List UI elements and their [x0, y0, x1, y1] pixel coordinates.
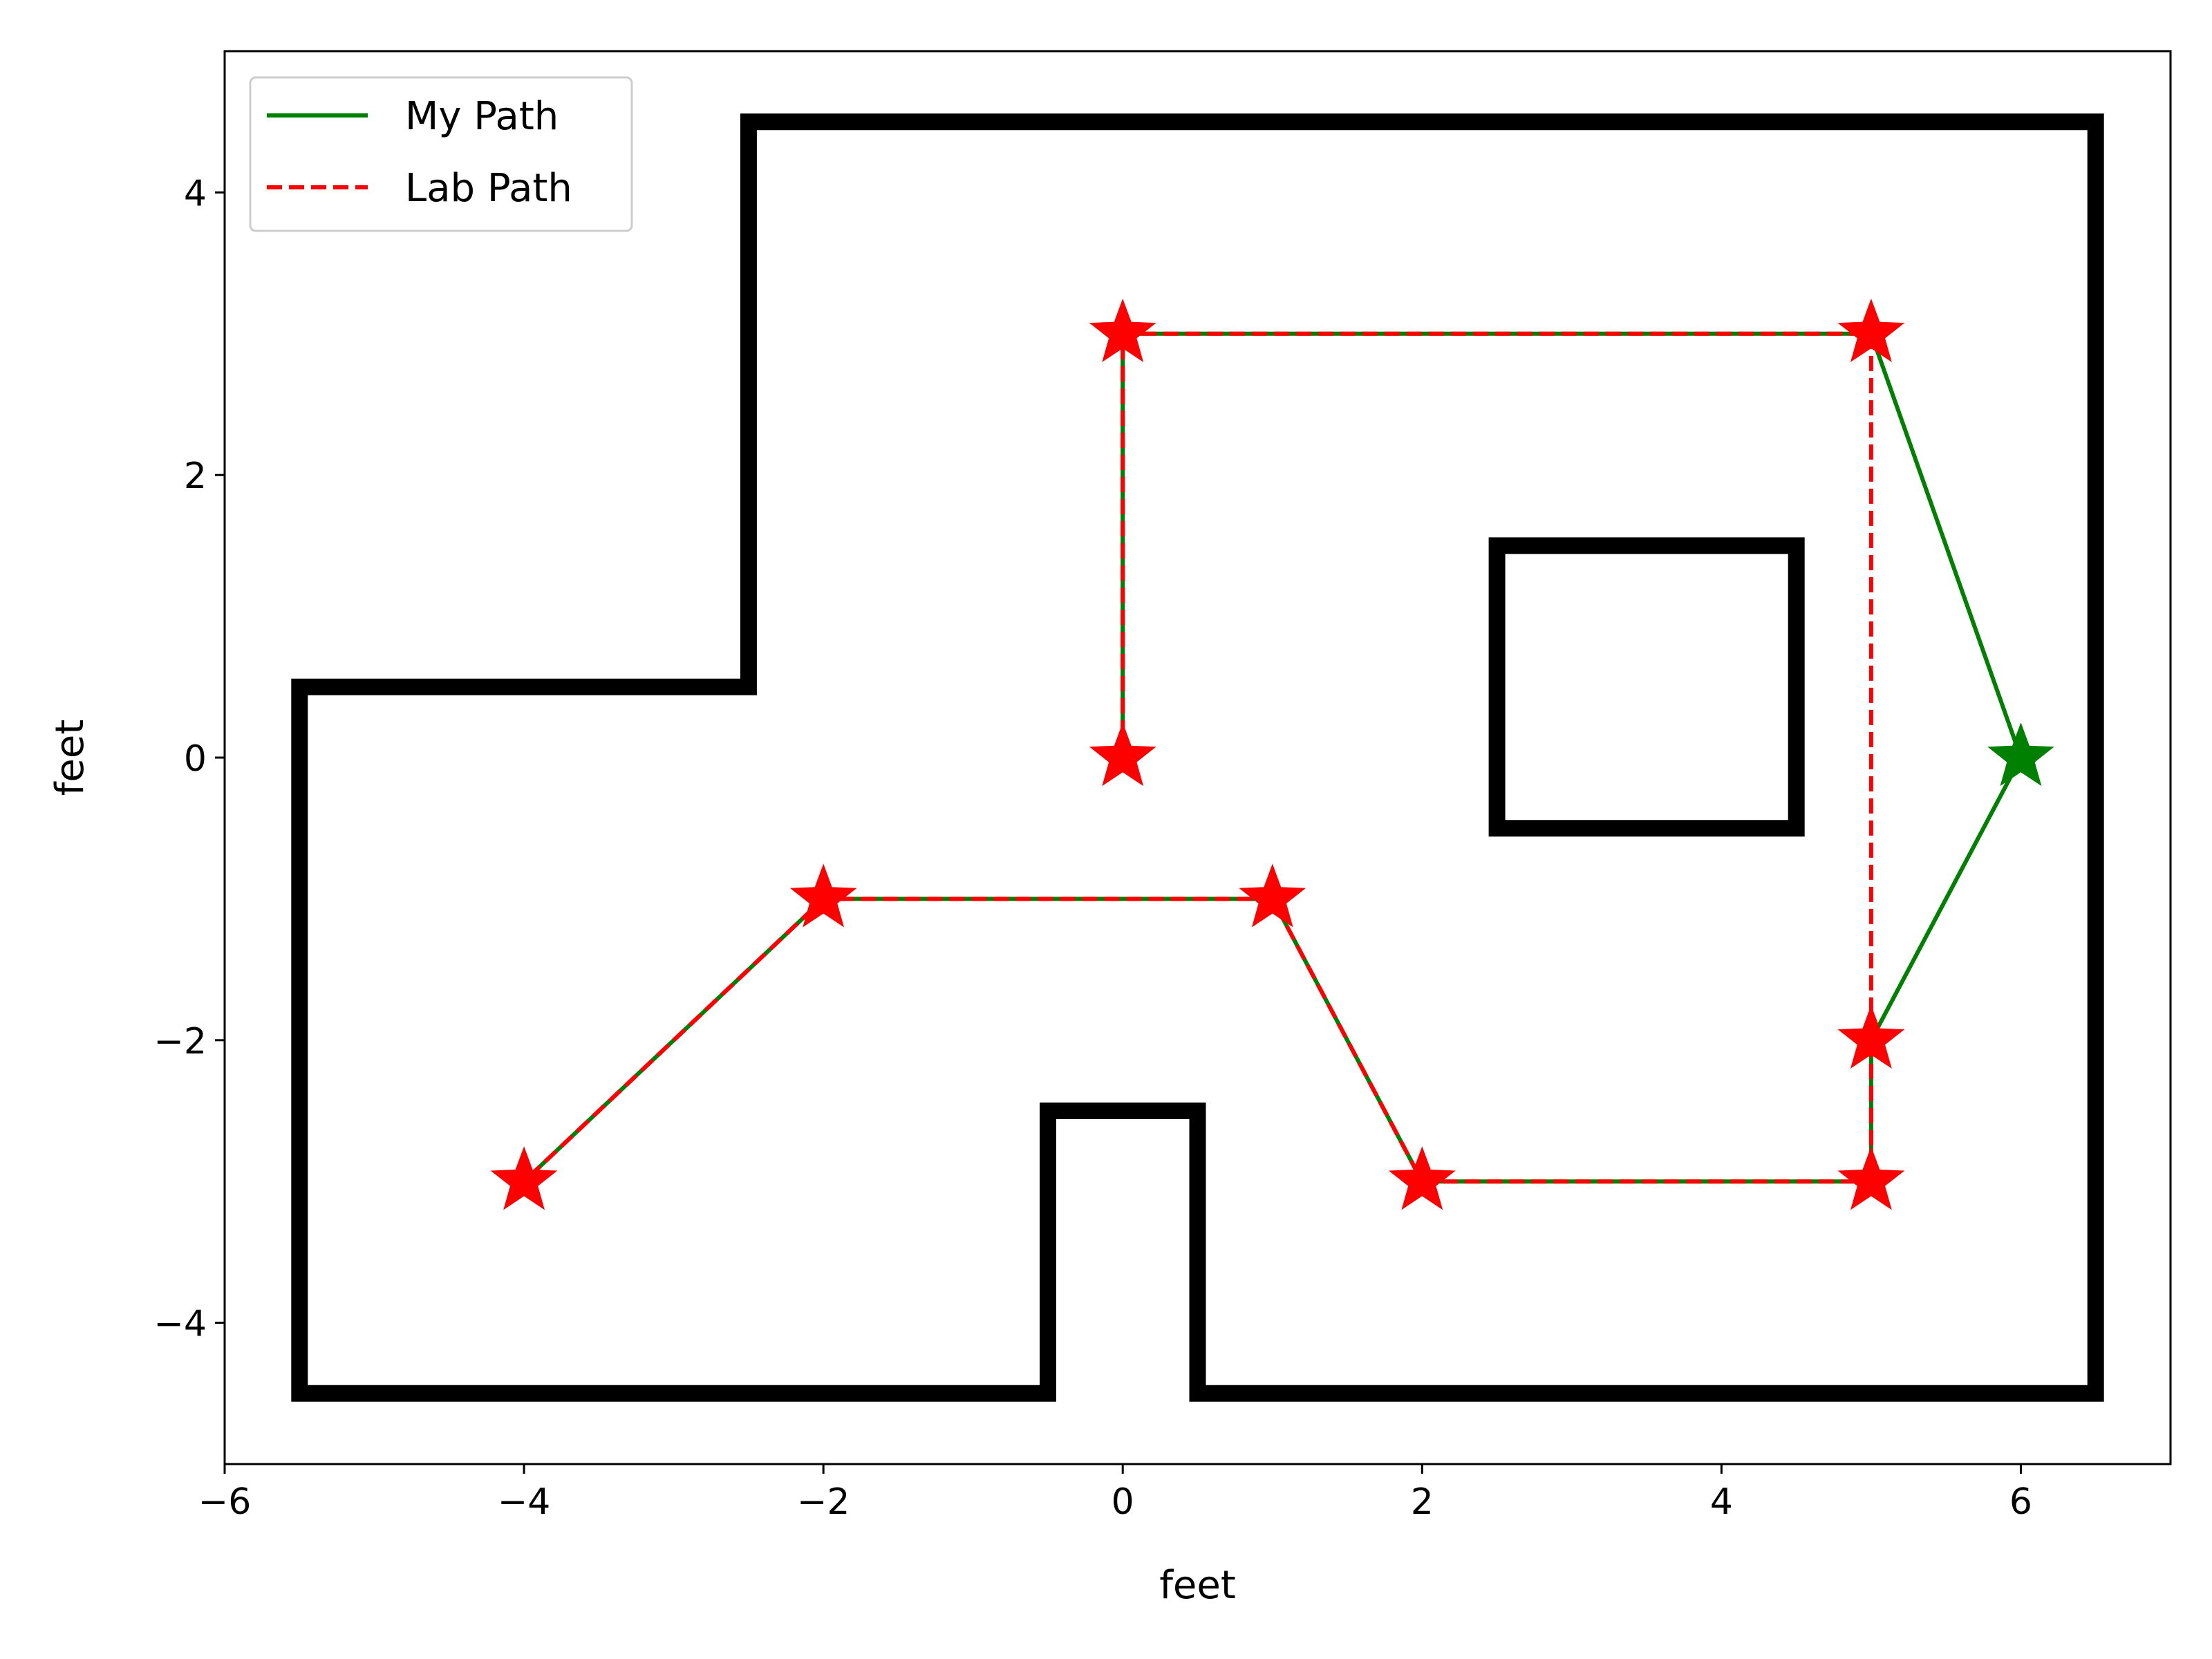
legend-label-my-path: My Path	[405, 94, 559, 139]
x-tick-label: 0	[1112, 1481, 1134, 1523]
walls-layer	[291, 113, 2104, 1402]
x-tick-label: 4	[1710, 1481, 1733, 1523]
waypoint-marker	[490, 1146, 558, 1210]
y-tick-label: −4	[153, 1304, 207, 1345]
x-tick-label: −2	[797, 1481, 850, 1523]
y-tick-label: 0	[184, 738, 207, 780]
x-tick-label: 2	[1411, 1481, 1434, 1523]
legend: My Path Lab Path	[249, 76, 633, 232]
y-axis-label: feet	[48, 720, 93, 796]
wall-1	[1488, 537, 1805, 837]
y-tick-label: −2	[153, 1021, 207, 1062]
waypoint-marker	[1089, 298, 1156, 362]
waypoint-marker	[1837, 1004, 1905, 1069]
y-tick-label: 4	[184, 173, 207, 214]
ticks-layer: −6 −4 −2 0 2 4 6 −4 −2 0 2 4	[153, 173, 2032, 1523]
waypoint-marker	[1388, 1146, 1456, 1210]
markers-layer	[490, 298, 2054, 1210]
waypoint-marker	[789, 863, 857, 928]
y-tick-label: 2	[184, 456, 207, 497]
waypoint-marker	[1987, 722, 2054, 787]
x-axis-label: feet	[1159, 1563, 1236, 1608]
waypoint-marker	[1837, 298, 1905, 362]
wall-0	[291, 113, 2104, 1402]
x-tick-label: −6	[198, 1481, 252, 1523]
x-tick-label: 6	[2009, 1481, 2032, 1523]
waypoint-marker	[1239, 863, 1306, 928]
legend-label-lab-path: Lab Path	[405, 166, 572, 211]
waypoint-marker	[1837, 1146, 1905, 1210]
waypoint-marker	[1089, 722, 1156, 787]
x-tick-label: −4	[498, 1481, 551, 1523]
